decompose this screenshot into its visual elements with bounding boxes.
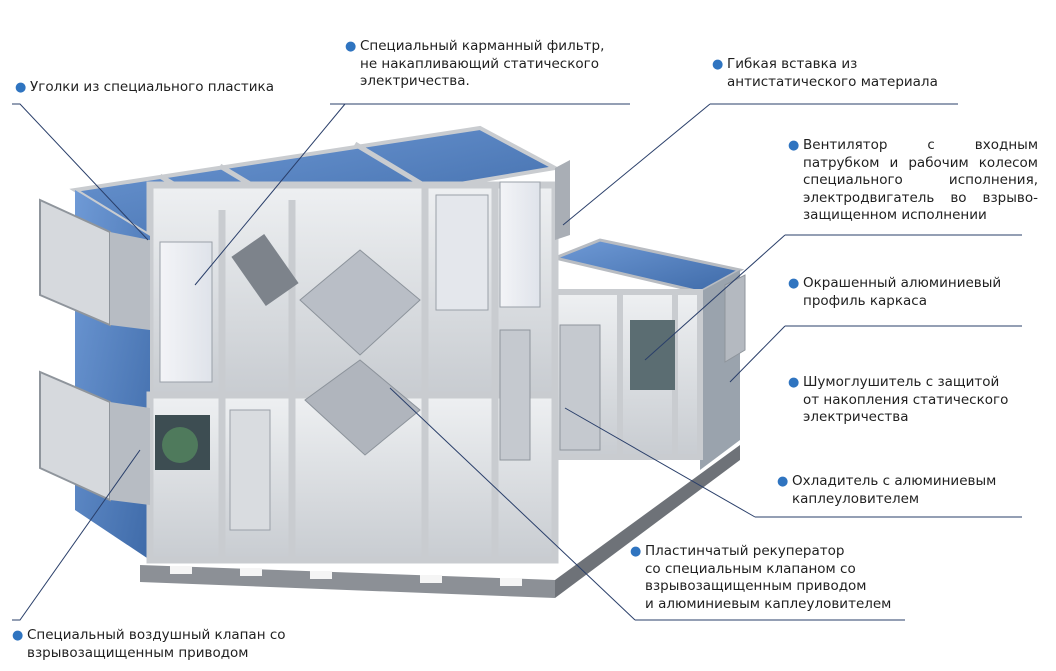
callout-silencer: ● Шумоглушитель с защитой от накопления … [788,374,1008,427]
lower-right-block [550,238,746,470]
callout-pocket-filter: ● Специальный карманный фильтр, не накап… [345,38,604,91]
callout-text: Пластинчатый рекуператор [645,543,845,559]
bullet-icon: ● [712,57,724,72]
callout-fan: ● Вентилятор с входным патрубком и рабоч… [788,137,1038,225]
callout-text: электродвигатель во взрыво- [803,189,1038,206]
callout-text: взрывозащищенным приводом [27,644,249,661]
bullet-icon: ● [788,375,800,390]
callout-corners: ● Уголки из специального пластика [15,79,274,97]
callout-text: электричества. [360,73,470,89]
callout-text: Уголки из специального пластика [30,79,274,95]
fans [155,320,675,531]
callout-recuperator: ● Пластинчатый рекуператор со специальны… [630,543,891,613]
callout-text: Шумоглушитель с защитой [803,374,1000,390]
callout-text: не накапливающий статического [360,55,599,72]
bullet-icon: ● [630,544,642,559]
bullet-icon: ● [12,628,24,643]
plate-recuperator [231,233,421,456]
callout-text: Специальный карманный фильтр, [360,38,605,54]
callout-frame-profile: ● Окрашенный алюминиевый профиль каркаса [788,275,1001,310]
air-dampers [39,198,150,505]
cooler-coils [499,324,601,461]
bullet-icon: ● [15,80,27,95]
callout-text: Вентилятор с входным [803,137,1038,153]
callout-text: взрывозащищенным приводом [645,578,867,594]
callout-text: электричества [803,409,909,425]
callout-text: со специальным клапаном со [645,560,856,577]
callout-cooler: ● Охладитель с алюминиевым каплеуловител… [777,473,996,508]
bullet-icon: ● [788,138,800,153]
callout-flex-insert: ● Гибкая вставка из антистатического мат… [712,56,938,91]
callout-text: и алюминиевым каплеуловителем [645,595,892,612]
pocket-filters [159,181,541,383]
callout-text: специального исполнения, [803,172,1038,188]
callout-text: Специальный воздушный клапан со [27,627,286,643]
callout-text: Охладитель с алюминиевым [792,473,997,489]
callout-text: антистатического материала [727,73,938,90]
callout-air-damper: ● Специальный воздушный клапан со взрыво… [12,627,286,662]
bullet-icon: ● [345,39,357,54]
callout-text: защищенном исполнении [803,207,987,223]
leader-lines [12,103,1022,621]
base-frame [140,445,740,598]
callout-text: патрубком и рабочим колесом [803,154,1038,171]
callout-text: от накопления статического [803,391,1009,408]
callout-text: каплеуловителем [792,490,920,507]
callout-text: Окрашенный алюминиевый [803,275,1002,291]
bullet-icon: ● [777,474,789,489]
callout-text: Гибкая вставка из [727,56,858,72]
callout-text: профиль каркаса [803,292,927,309]
flexible-insert [555,160,570,240]
bullet-icon: ● [788,276,800,291]
